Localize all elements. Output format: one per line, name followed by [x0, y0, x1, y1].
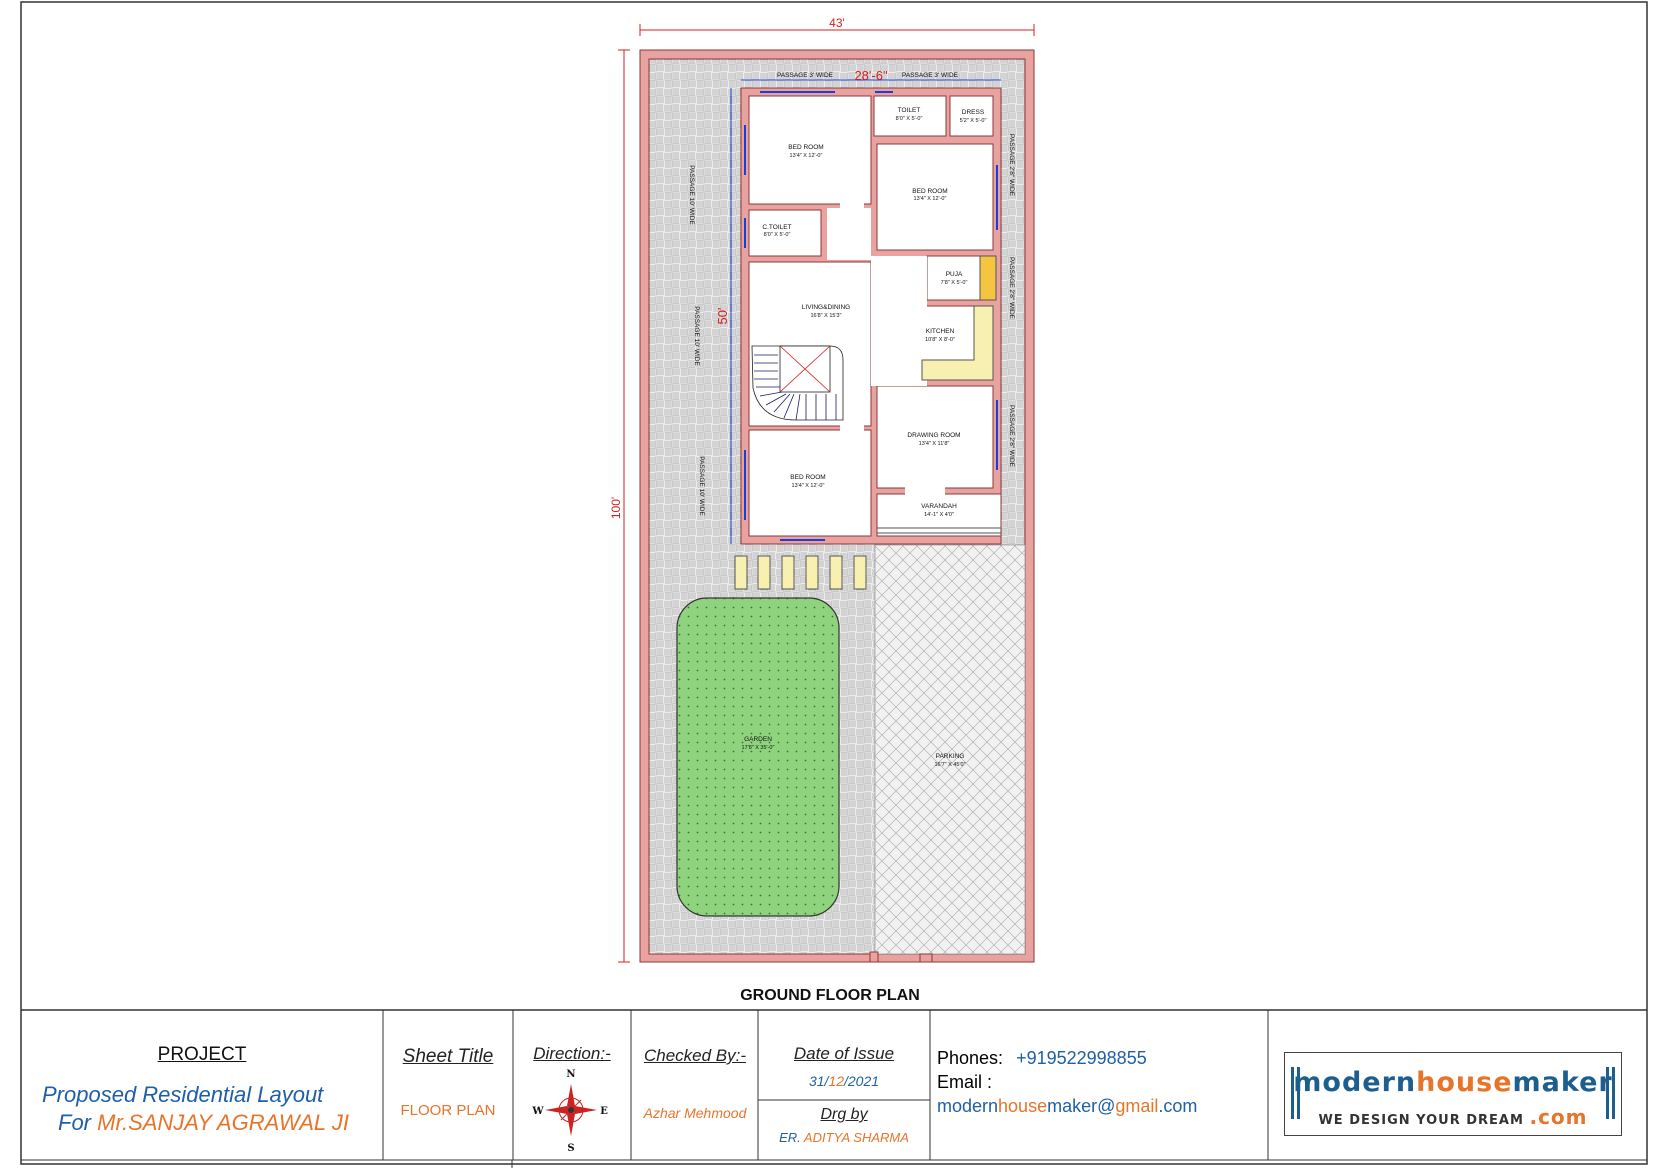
room-name: GARDEN: [744, 736, 772, 743]
room-name: BED ROOM: [788, 144, 823, 151]
room-size: 13'4" X 12'-0": [790, 153, 823, 159]
phones-line: Phones: +919522998855: [937, 1048, 1267, 1069]
passage-left-1: PASSAGE 10' WIDE: [688, 165, 695, 225]
passage-left-3: PASSAGE 10' WIDE: [698, 456, 705, 516]
room-name: DRESS: [962, 109, 985, 116]
passage-left-2: PASSAGE 10' WIDE: [693, 306, 700, 366]
email-part: modern: [937, 1096, 999, 1116]
phones-label: Phones:: [937, 1048, 1004, 1068]
email-part: .com: [1158, 1096, 1198, 1116]
logo-bar-icon: [1297, 1067, 1300, 1119]
stepping-stones: [734, 555, 867, 590]
garden-lawn: [676, 597, 840, 917]
logo-part: modern: [1293, 1067, 1417, 1098]
passage-right-3: PASSAGE 2'8" WIDE: [1008, 405, 1015, 468]
room-name: LIVING&DINING: [802, 304, 850, 311]
date-value: 31/12/2021: [759, 1073, 929, 1089]
logo-tagline: WE DESIGN YOUR DREAM .com: [1285, 1105, 1621, 1129]
date-day: 31/: [808, 1073, 829, 1089]
direction-label: Direction:-: [533, 1044, 611, 1063]
plan-title: GROUND FLOOR PLAN: [740, 987, 920, 1004]
phone-value[interactable]: +919522998855: [1016, 1048, 1147, 1068]
room-size: 16'8" X 15'3": [810, 313, 841, 319]
logo-bar-icon: [1612, 1067, 1615, 1119]
project-for: For: [58, 1110, 91, 1135]
email-part: gmail: [1115, 1096, 1159, 1116]
checked-by-label: Checked By:-: [643, 1046, 747, 1065]
room-size: 10'8" X 8'-0": [925, 337, 955, 343]
passage-right-2: PASSAGE 2'8" WIDE: [1008, 257, 1015, 320]
date-year: /2021: [844, 1073, 880, 1089]
room-size: 17'8" X 35'-0": [742, 745, 775, 751]
logo-suffix: .com: [1529, 1105, 1588, 1129]
room-name: KITCHEN: [926, 328, 955, 335]
logo-bar-icon: [1291, 1067, 1294, 1119]
project-client-line: For Mr.SANJAY AGRAWAL JI: [58, 1110, 388, 1136]
dimension-lines: [618, 24, 1035, 963]
room-size: 7'8" X 5'-0": [941, 280, 968, 286]
house-block: [740, 87, 1002, 545]
room-name: VARANDAH: [921, 503, 957, 510]
passage-right-1: PASSAGE 2'8" WIDE: [1008, 134, 1015, 197]
overall-width-label: 43': [829, 16, 845, 30]
project-label: PROJECT: [157, 1044, 247, 1065]
sheet-title-value: FLOOR PLAN: [400, 1102, 496, 1119]
compass-w: W: [531, 1106, 544, 1117]
compass-n: N: [566, 1069, 575, 1080]
drg-prefix: ER.: [779, 1130, 801, 1145]
house-width-label: 28'-6": [854, 68, 888, 83]
room-name: BED ROOM: [912, 188, 947, 195]
drg-label: Drg by: [820, 1106, 868, 1123]
room-size: 16'7" X 45'0": [934, 762, 965, 768]
compass-icon: [545, 1084, 597, 1136]
logo-part: house: [1416, 1067, 1513, 1098]
parking-area: [874, 544, 1026, 955]
room-size: 13'4" X 11'8": [919, 441, 950, 447]
logo-part: maker: [1512, 1067, 1613, 1098]
room-name: PARKING: [936, 753, 965, 760]
room-size: 5'2" X 5'-0": [960, 118, 987, 124]
room-size: 13'4" X 12'-0": [914, 196, 947, 202]
staircase: [751, 345, 844, 421]
checked-by-value: Azhar Mehmood: [643, 1105, 747, 1121]
email-value[interactable]: modernhousemaker@gmail.com: [937, 1096, 1267, 1117]
room-name: DRAWING ROOM: [907, 432, 960, 439]
compass-e: E: [600, 1106, 608, 1117]
compass-s: S: [567, 1143, 574, 1154]
room-name: PUJA: [946, 271, 963, 278]
room-name: BED ROOM: [790, 474, 825, 481]
house-depth-label: 50': [715, 308, 730, 325]
date-label: Date of Issue: [793, 1044, 895, 1063]
project-line1: Proposed Residential Layout: [42, 1082, 324, 1107]
room-size: 8'0" X 5'-0": [896, 116, 923, 122]
email-part: house: [998, 1096, 1048, 1116]
date-month: 12: [828, 1073, 844, 1089]
sheet-border: [20, 1, 1648, 1165]
room-size: 14'-1" X 4'0": [924, 512, 954, 518]
room-name: C.TOILET: [762, 224, 791, 231]
drg-name: ADITYA SHARMA: [803, 1130, 909, 1145]
title-block-grid: [382, 1010, 1269, 1168]
company-logo: modernhousemaker WE DESIGN YOUR DREAM .c…: [1284, 1052, 1622, 1136]
logo-bar-icon: [1606, 1067, 1609, 1119]
drg-value: ER. ADITYA SHARMA: [759, 1130, 929, 1145]
passage-top-left: PASSAGE 3' WIDE: [777, 72, 834, 79]
project-client: Mr.SANJAY AGRAWAL JI: [97, 1110, 349, 1135]
logo-wordmark: modernhousemaker: [1285, 1067, 1621, 1098]
room-size: 13'4" X 12'-0": [792, 483, 825, 489]
email-label: Email :: [937, 1072, 993, 1092]
passage-top-right: PASSAGE 3' WIDE: [902, 72, 959, 79]
overall-depth-label: 100': [609, 497, 623, 519]
logo-tagline-text: WE DESIGN YOUR DREAM: [1318, 1113, 1524, 1128]
email-part: maker@: [1047, 1096, 1116, 1116]
room-name: TOILET: [898, 107, 921, 114]
sheet-title-label: Sheet Title: [402, 1046, 494, 1067]
room-size: 8'0" X 5'-0": [764, 232, 791, 238]
windows: [744, 91, 998, 541]
